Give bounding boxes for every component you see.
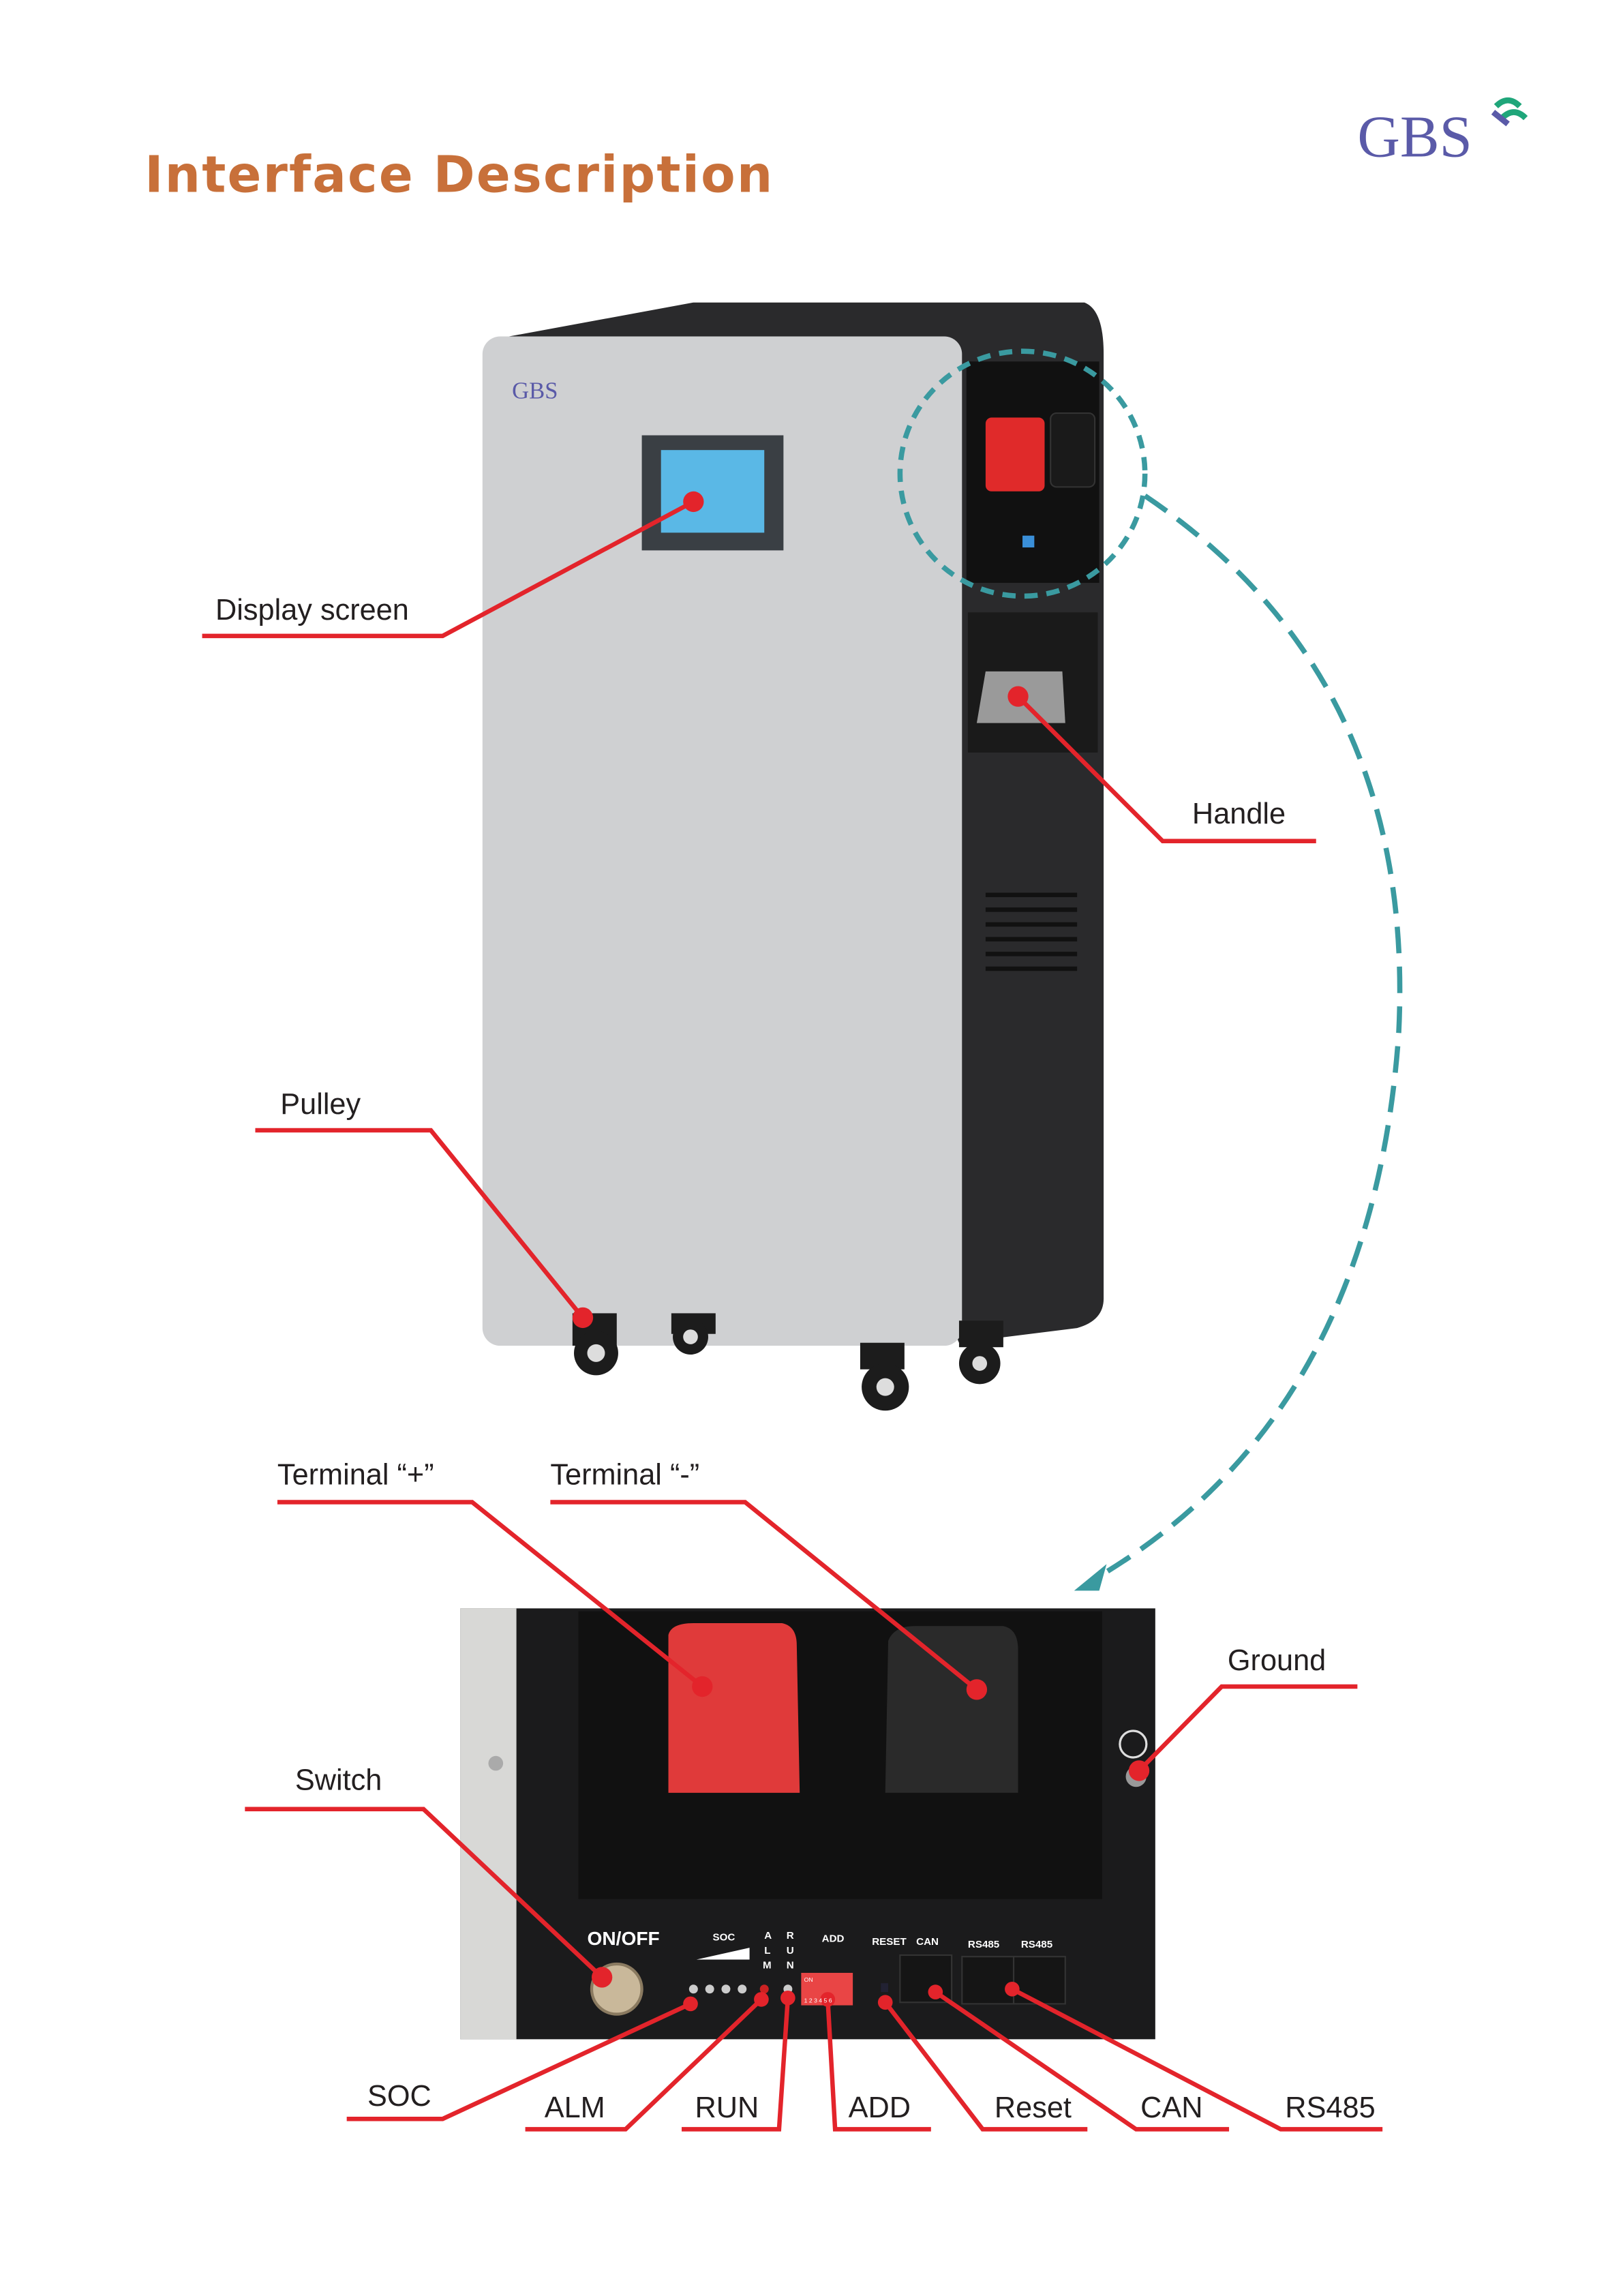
logo-accent-icon: [1493, 97, 1528, 121]
label-reset: Reset: [995, 2091, 1072, 2124]
pulley-wheels: [572, 1313, 1003, 1411]
battery-unit: GBS: [482, 302, 1104, 1411]
dashed-arrow: [1093, 494, 1403, 1582]
svg-text:M: M: [763, 1959, 772, 1971]
rs485-port-2[interactable]: [1012, 1956, 1066, 2005]
terminal-plus: [668, 1622, 800, 1793]
svg-text:CAN: CAN: [916, 1936, 939, 1948]
alm-led: [759, 1984, 769, 1994]
vent-grille: [985, 892, 1078, 971]
device-logo: GBS: [512, 378, 558, 404]
svg-text:ON: ON: [804, 1976, 813, 1983]
terminal-minus: [885, 1626, 1018, 1793]
label-handle: Handle: [1192, 798, 1286, 830]
label-run: RUN: [695, 2091, 759, 2124]
panel-closeup: ON/OFF SOC A L M R U N ADD ON RESET CAN …: [460, 1608, 1155, 2040]
svg-text:U: U: [787, 1945, 794, 1957]
highlight-circle: [897, 348, 1148, 599]
soc-leds: [688, 1984, 747, 1994]
svg-text:ON/OFF: ON/OFF: [587, 1928, 659, 1949]
soc-indicator-icon: [696, 1948, 750, 1960]
label-add: ADD: [849, 2091, 911, 2124]
label-terminal-minus: Terminal “-”: [550, 1459, 699, 1492]
gbs-logo: GBS: [1357, 97, 1528, 169]
svg-text:A: A: [764, 1930, 772, 1942]
label-soc: SOC: [367, 2080, 431, 2113]
display-screen: [661, 450, 765, 533]
svg-text:N: N: [787, 1959, 794, 1971]
rs485-port-1[interactable]: [961, 1956, 1015, 2005]
label-rs485: RS485: [1285, 2091, 1375, 2124]
terminal-minus-small: [1050, 412, 1096, 488]
label-terminal-plus: Terminal “+”: [277, 1459, 434, 1492]
svg-text:RESET: RESET: [872, 1936, 907, 1948]
label-alm: ALM: [545, 2091, 605, 2124]
svg-text:ADD: ADD: [822, 1933, 845, 1945]
svg-text:RS485: RS485: [968, 1939, 999, 1950]
label-switch: Switch: [295, 1764, 382, 1797]
can-port[interactable]: [899, 1954, 953, 2004]
svg-text:L: L: [764, 1945, 770, 1957]
reset-button[interactable]: [881, 1983, 889, 1993]
label-pulley: Pulley: [280, 1088, 361, 1121]
battery-front-panel: [482, 336, 962, 1346]
terminal-plus-small: [985, 417, 1045, 492]
label-ground: Ground: [1228, 1644, 1326, 1677]
svg-text:GBS: GBS: [1357, 104, 1472, 169]
ground-symbol-icon: [1119, 1729, 1148, 1759]
label-display-screen: Display screen: [215, 594, 409, 626]
svg-text:R: R: [787, 1930, 794, 1942]
arrow-head-icon: [1074, 1564, 1107, 1591]
svg-text:RS485: RS485: [1021, 1939, 1052, 1950]
dip-switch-numbers: 1 2 3 4 5 6: [804, 1997, 832, 2004]
page-title: Interface Description: [145, 146, 774, 204]
label-can: CAN: [1140, 2091, 1202, 2124]
svg-text:SOC: SOC: [712, 1931, 735, 1943]
